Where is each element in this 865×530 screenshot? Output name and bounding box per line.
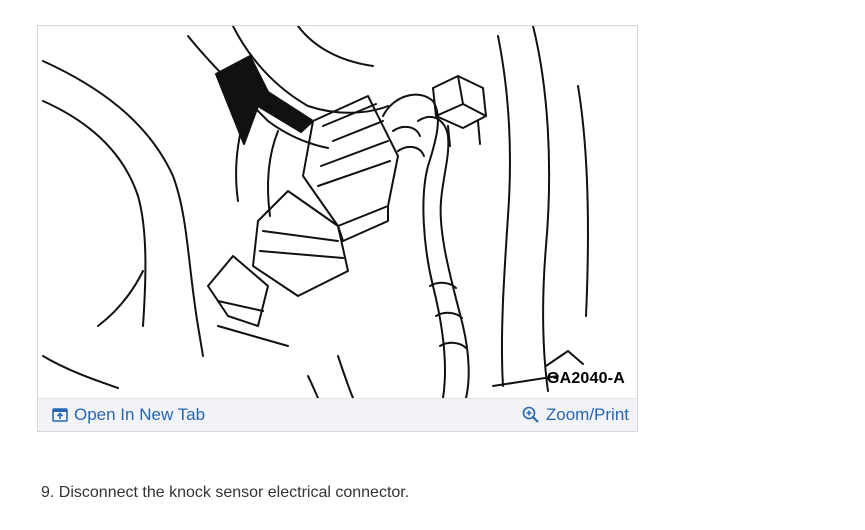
step-instruction: 9. Disconnect the knock sensor electrica… [41,484,410,501]
zoom-print-link[interactable]: Zoom/Print [522,405,629,425]
open-in-new-tab-link[interactable]: Open In New Tab [52,405,205,425]
zoom-in-icon [522,406,540,424]
zoom-print-label: Zoom/Print [545,405,629,424]
open-in-new-tab-icon [52,408,68,422]
figure-code: GA2040-A [546,370,625,387]
open-in-new-tab-label: Open In New Tab [74,405,206,424]
figure-toolbar: Open In New Tab Zoom/Print [38,398,637,431]
figure-card: GA2040-A Open In New Tab Zoom/Print [37,25,638,432]
knock-sensor-illustration: GA2040-A [38,26,637,398]
